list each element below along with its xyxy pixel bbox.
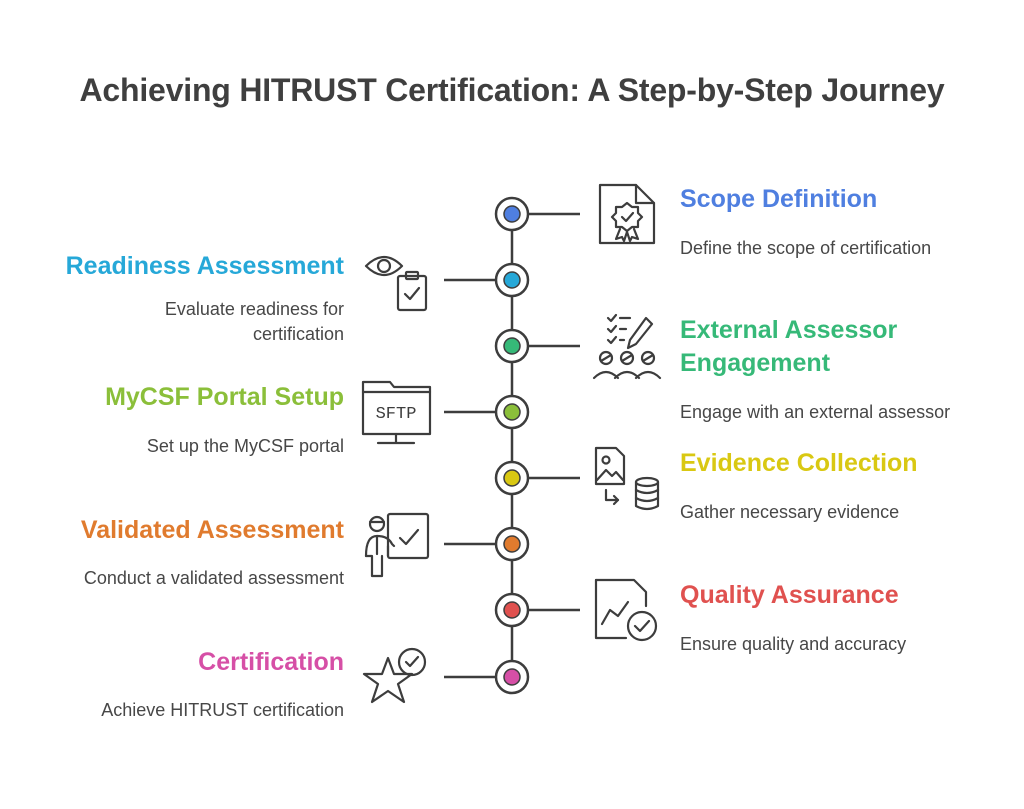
step-title-external-assessor-line1: External Assessor	[680, 316, 898, 344]
sftp-monitor-icon: SFTP	[360, 378, 434, 448]
step-title-validated-assessment: Validated Assessment	[80, 516, 344, 544]
timeline-node-dot	[503, 668, 521, 686]
step-title-scope-definition: Scope Definition	[680, 185, 878, 213]
step-desc-quality-assurance: Ensure quality and accuracy	[680, 634, 907, 654]
step-desc-readiness-assessment-line1: Evaluate readiness for	[164, 299, 344, 319]
step-desc-certification: Achieve HITRUST certification	[101, 700, 344, 720]
timeline-node-dot	[503, 337, 521, 355]
checklist-team-icon	[590, 310, 664, 382]
timeline-node-dot	[503, 601, 521, 619]
step-title-readiness-assessment: Readiness Assessment	[65, 252, 344, 280]
step-title-external-assessor-line2: Engagement	[680, 349, 831, 377]
sftp-label: SFTP	[376, 405, 417, 424]
certificate-icon	[596, 181, 660, 247]
step-title-certification: Certification	[198, 648, 344, 676]
timeline-node-dot	[503, 535, 521, 553]
timeline-node-dot	[503, 271, 521, 289]
step-desc-evidence-collection: Gather necessary evidence	[680, 502, 900, 522]
presenter-check-icon	[362, 510, 434, 582]
eye-clipboard-icon	[362, 248, 432, 314]
step-desc-readiness-assessment-line2: certification	[252, 324, 344, 344]
step-desc-scope-definition: Define the scope of certification	[680, 238, 932, 258]
step-title-mycsf-portal: MyCSF Portal Setup	[105, 383, 344, 411]
step-desc-external-assessor: Engage with an external assessor	[680, 402, 951, 422]
timeline-node-dot	[503, 469, 521, 487]
step-desc-mycsf-portal: Set up the MyCSF portal	[146, 436, 344, 456]
chart-check-icon	[592, 576, 662, 646]
step-desc-validated-assessment: Conduct a validated assessment	[83, 568, 344, 588]
step-title-quality-assurance: Quality Assurance	[680, 581, 899, 609]
star-check-icon	[360, 644, 434, 710]
step-title-evidence-collection: Evidence Collection	[680, 449, 918, 477]
page-title: Achieving HITRUST Certification: A Step-…	[79, 72, 945, 108]
timeline-node-dot	[503, 205, 521, 223]
image-database-icon	[592, 444, 662, 514]
timeline-node-dot	[503, 403, 521, 421]
